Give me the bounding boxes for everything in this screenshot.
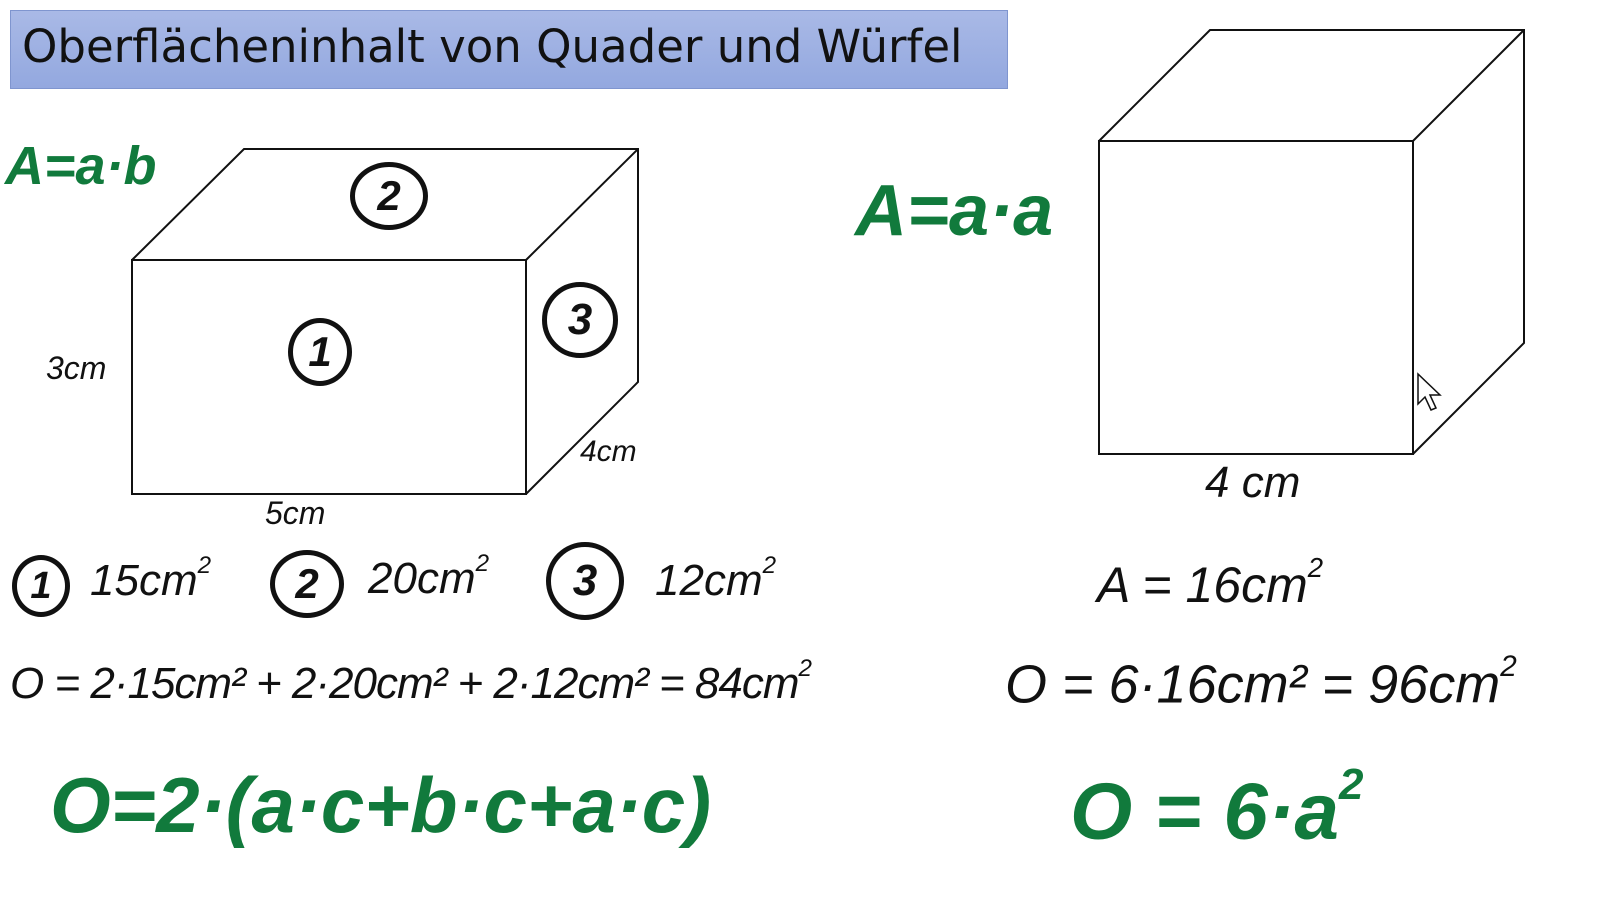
face-3-area: 12cm2: [655, 552, 777, 605]
cube-area-formula: A=a·a: [855, 171, 1054, 251]
face-3-marker: 3: [546, 542, 624, 620]
face-2-area: 20cm2: [368, 550, 490, 603]
cuboid-depth-label: 4cm: [580, 435, 637, 468]
face-1-area: 15cm2: [90, 552, 212, 605]
cube-drawing: [1098, 29, 1525, 455]
cuboid-surface-formula: O=2·(a·c+b·c+a·c): [50, 761, 712, 849]
mouse-cursor-icon: [1417, 372, 1442, 411]
cuboid-area-formula: A=a·b: [5, 136, 157, 196]
face-1-marker: 1: [288, 318, 352, 386]
title-banner: [10, 10, 1008, 89]
cuboid-width-label: 5cm: [265, 495, 326, 531]
cuboid-height-label: 3cm: [46, 350, 107, 386]
face-1-marker: 1: [12, 555, 70, 617]
cuboid-drawing: [131, 148, 639, 495]
cuboid-surface-calculation: O = 2·15cm² + 2·20cm² + 2·12cm² = 84cm2: [10, 655, 812, 708]
slide-title: Oberflächeninhalt von Quader und Würfel: [22, 20, 963, 73]
cube-surface-formula: O = 6·a2: [1070, 760, 1364, 856]
face-3-marker: 3: [542, 282, 618, 358]
cube-side-label: 4 cm: [1205, 458, 1301, 507]
cube-surface-calculation: O = 6·16cm² = 96cm2: [1005, 650, 1517, 715]
cube-face-area: A = 16cm2: [1097, 552, 1324, 613]
face-2-marker: 2: [350, 162, 428, 230]
face-2-marker: 2: [270, 550, 344, 618]
